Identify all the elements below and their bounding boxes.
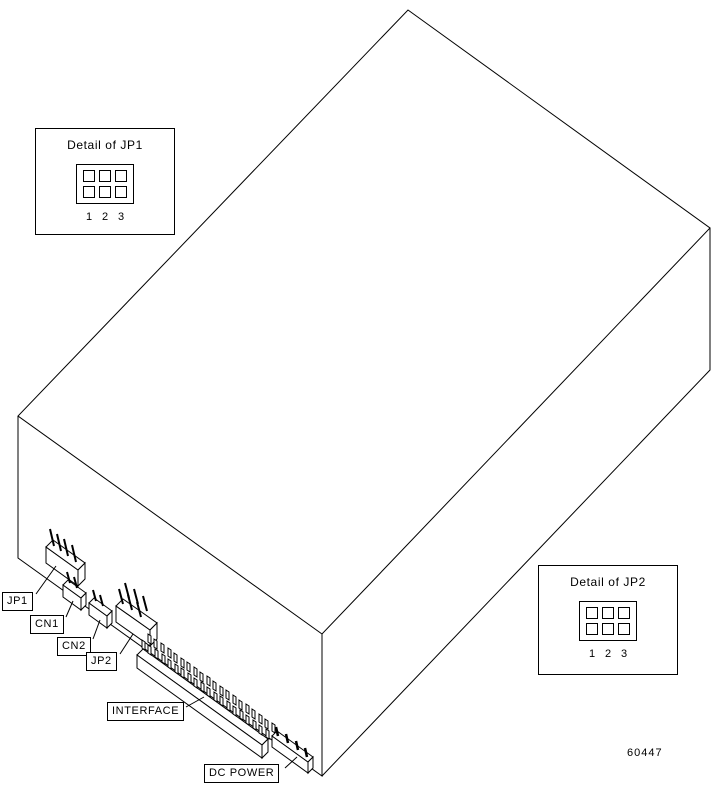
callout-jp1: JP1: [2, 592, 33, 611]
pin-number: 1: [588, 648, 596, 660]
cn1-pins: [66, 571, 78, 589]
interface-pin-row-front: [141, 639, 270, 740]
pin-number: 2: [101, 211, 109, 223]
jumper-pin-square: [586, 623, 598, 635]
jp1-pins: [49, 528, 77, 563]
cn2-pins: [92, 589, 104, 607]
pin-number: 3: [620, 648, 628, 660]
jp1-pin-numbers: 1 2 3: [77, 211, 133, 223]
interface-connector: [136, 633, 276, 760]
pin-number: 3: [117, 211, 125, 223]
interface-pin-row-back: [147, 633, 276, 734]
jp2-leader-line: [119, 633, 134, 655]
dc-power-body-side: [307, 755, 314, 775]
cn1-connector: [62, 571, 87, 612]
callout-interface: INTERFACE: [107, 702, 185, 721]
callout-cn1: CN1: [30, 615, 64, 634]
cn1-body-side: [80, 591, 87, 612]
drive-top-face: [17, 9, 711, 635]
detail-jp1-title: Detail of JP1: [67, 138, 143, 152]
callout-cn2: CN2: [57, 637, 91, 656]
figure-number: 60447: [627, 747, 663, 759]
jp2-pins: [118, 582, 148, 618]
detail-box-jp1: Detail of JP1 1 2 3: [35, 128, 175, 235]
callout-jp2: JP2: [86, 652, 117, 671]
jp1-leader-line: [35, 565, 57, 595]
pin-number: 1: [85, 211, 93, 223]
dc-power-leader-line: [284, 756, 298, 769]
jumper-pin-square: [115, 186, 127, 198]
detail-jp2-title: Detail of JP2: [570, 575, 646, 589]
callout-leader-lines: [35, 565, 298, 769]
jumper-pin-square: [602, 607, 614, 619]
jumper-pin-square: [99, 186, 111, 198]
cn2-connector: [88, 589, 113, 630]
jp2-pin-numbers: 1 2 3: [580, 648, 636, 660]
dc-power-pins: [274, 726, 309, 758]
cn2-leader-line: [92, 619, 101, 640]
interface-body-top: [136, 648, 269, 746]
dc-power-connector: [271, 726, 314, 775]
drive-right-front-face: [321, 228, 711, 777]
jp1-jumper-block-diagram: [76, 164, 134, 204]
jumper-pin-square: [602, 623, 614, 635]
pin-number: 2: [604, 648, 612, 660]
jumper-pin-square: [99, 170, 111, 182]
jp2-jumper-block-diagram: [579, 601, 637, 641]
jumper-pin-square: [586, 607, 598, 619]
jp1-connector: [45, 528, 86, 588]
callout-dc-power: DC POWER: [204, 764, 280, 783]
cn1-leader-line: [65, 600, 74, 618]
jumper-pin-square: [618, 607, 630, 619]
detail-box-jp2: Detail of JP2 1 2 3: [538, 565, 678, 675]
cn2-body-side: [106, 609, 113, 630]
jp1-body-side: [77, 561, 86, 588]
jumper-pin-square: [115, 170, 127, 182]
jumper-pin-square: [83, 186, 95, 198]
jumper-pin-square: [83, 170, 95, 182]
jumper-pin-square: [618, 623, 630, 635]
interface-body-side: [261, 737, 269, 760]
interface-leader-line: [185, 696, 205, 708]
